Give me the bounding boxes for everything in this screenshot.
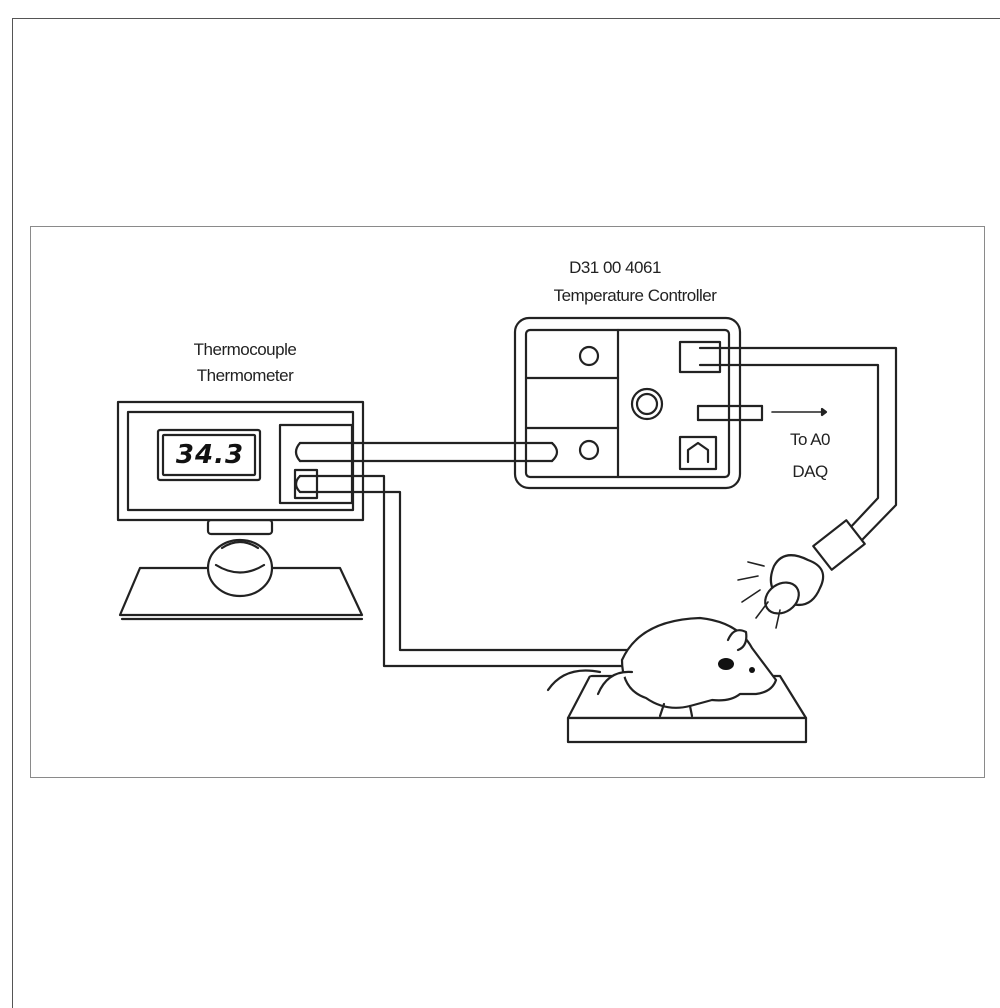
cable-controller-to-lamp (698, 346, 898, 542)
heat-lamp (737, 519, 866, 629)
daq-label-line2: DAQ (792, 462, 828, 481)
daq-label-line1: To A0 (789, 430, 831, 449)
controller-label-line1: D31 00 4061 (569, 258, 661, 277)
daq-output (696, 404, 828, 422)
thermometer-stand (118, 518, 364, 621)
rat (546, 616, 778, 718)
probe-cable (293, 468, 642, 668)
cable-thermometer-to-controller (294, 441, 559, 463)
temperature-readout: 34.3 (175, 440, 245, 470)
outer-frame (12, 18, 1000, 1008)
temperature-controller (513, 316, 742, 490)
thermometer-label-line1: Thermocouple (193, 340, 297, 359)
controller-label-line2: Temperature Controller (553, 286, 717, 305)
thermometer-label-line2: Thermometer (196, 366, 294, 385)
